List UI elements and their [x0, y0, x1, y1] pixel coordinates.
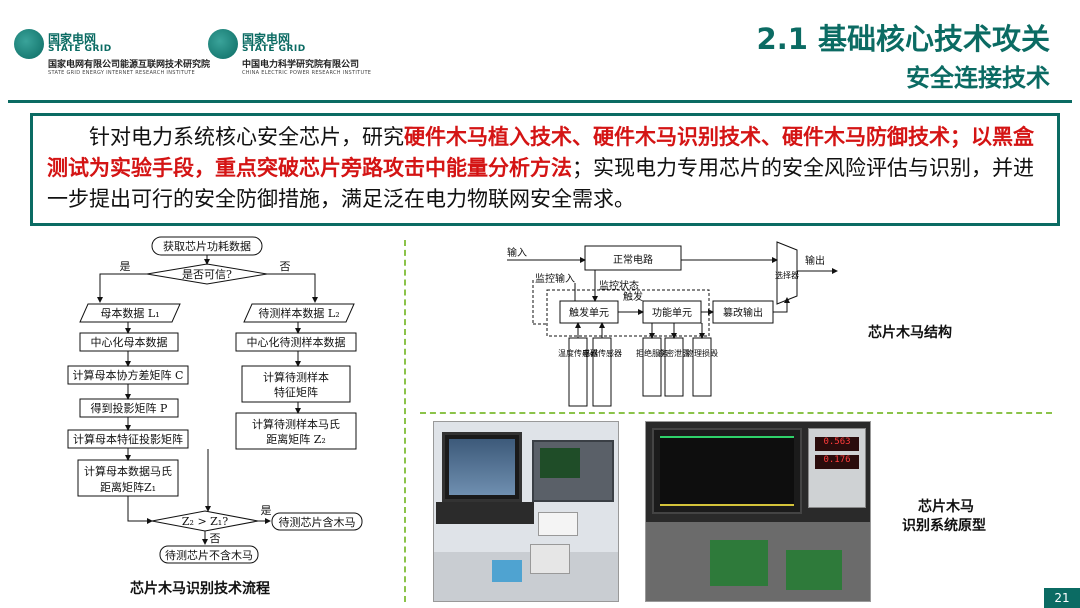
flow-right-2: 计算待测样本: [263, 370, 329, 384]
flow-left-0: 母本数据 L₁: [100, 306, 159, 320]
prototype-caption-2: 识别系统原型: [902, 517, 986, 533]
summary-text-1: 针对电力系统核心安全芯片，研究: [89, 125, 404, 149]
logo1-cn: 国家电网: [48, 32, 97, 46]
logo1-en: STATE GRID: [48, 44, 112, 54]
flowchart-caption: 芯片木马识别技术流程: [130, 580, 270, 596]
diagram-normal: 正常电路: [613, 253, 653, 266]
logo2-en: STATE GRID: [242, 44, 306, 54]
flow-left-5: 计算母本数据马氏: [84, 464, 172, 478]
oscilloscope: [532, 440, 614, 502]
diagram-effect-0: 拒绝服务: [636, 348, 668, 358]
structure-caption: 芯片木马结构: [868, 324, 952, 340]
diagram-trigger-unit: 触发单元: [569, 306, 609, 319]
device-under-test: [492, 560, 522, 582]
header-divider: [8, 100, 1072, 103]
scope-display: [652, 428, 802, 514]
diagram-tamper: 篡改输出: [723, 306, 763, 319]
summary-highlight: 硬件木马植入技术、硬件木马识别技术、硬件木马防御技术；以黑盒测试为实验手段，重点…: [47, 125, 1034, 180]
flow-right-0: 待测样本数据 L₂: [258, 306, 339, 320]
flow-yes: 是: [120, 260, 131, 273]
page-title: 2.1 基础核心技术攻关: [756, 22, 1050, 56]
flow-left-2: 计算母本协方差矩阵 C: [73, 368, 184, 382]
diagram-monitor-input: 监控输入: [535, 272, 575, 285]
summary-box: 针对电力系统核心安全芯片，研究硬件木马植入技术、硬件木马识别技术、硬件木马防御技…: [30, 113, 1060, 226]
flow-right-4: 计算待测样本马氏: [252, 417, 340, 431]
lab-setup-photo: [433, 421, 619, 602]
diagram-sensor-1: 电磁传感器: [582, 348, 622, 358]
flow-no: 否: [280, 260, 291, 273]
meter-voltage: 0.563: [815, 437, 859, 451]
flow-right-5: 距离矩阵 Z₂: [266, 432, 326, 446]
diagram-monitor-state: 监控状态: [599, 279, 639, 292]
flow-left-4: 计算母本特征投影矩阵: [73, 432, 183, 446]
diagram-effect-2: 物理损毁: [686, 348, 718, 358]
vertical-divider: [404, 240, 406, 602]
diagram-sensor-0: 温度传感器: [558, 348, 598, 358]
flow-clean: 待测芯片不含木马: [165, 548, 253, 562]
flow-decision: 是否可信?: [182, 268, 232, 281]
laptop-screen: [442, 432, 522, 502]
flow-left-1: 中心化母本数据: [91, 335, 168, 349]
flow-left-3: 得到投影矩阵 P: [91, 401, 168, 415]
diagram-effect-1: 窃密泄露: [658, 348, 690, 358]
logo2-tiny: CHINA ELECTRIC POWER RESEARCH INSTITUTE: [242, 70, 372, 76]
flow-right-3: 特征矩阵: [274, 385, 318, 399]
flow-yes2: 是: [261, 504, 272, 517]
power-supply: 0.563 0.176: [808, 428, 866, 508]
diagram-trigger: 触发: [623, 290, 643, 303]
state-grid-logo-icon: [208, 29, 238, 59]
probe-box: [530, 544, 570, 574]
horizontal-divider: [420, 412, 1052, 414]
flow-left-6: 距离矩阵Z₁: [100, 480, 156, 494]
trojan-identification-flowchart: 获取芯片功耗数据 是否可信? 是 否 母本数据 L₁ 中心化母本数据 计算母本协…: [67, 236, 363, 564]
diagram-output: 输出: [805, 254, 825, 267]
page-number: 21: [1044, 588, 1080, 608]
logo1-sub: 国家电网有限公司能源互联网技术研究院: [48, 60, 211, 70]
circuit-board-1: [710, 540, 768, 586]
page-subtitle: 安全连接技术: [906, 64, 1050, 92]
logo1-tiny: STATE GRID ENERGY INTERNET RESEARCH INST…: [48, 70, 195, 76]
logo2-cn: 国家电网: [242, 32, 291, 46]
diagram-selector: 选择器: [775, 270, 799, 280]
flow-no2: 否: [210, 532, 221, 545]
state-grid-logo-icon: [14, 29, 44, 59]
prototype-caption-1: 芯片木马: [918, 498, 974, 514]
flow-start: 获取芯片功耗数据: [163, 239, 251, 253]
summary-text-2: ；实现电力专用芯片的安全风险评估与识别，并进一步提出可行的安全防御措施，满足泛在…: [47, 156, 1034, 211]
flow-right-1: 中心化待测样本数据: [247, 335, 346, 349]
test-board: [538, 512, 578, 536]
prototype-photo: 0.563 0.176: [645, 421, 871, 602]
laptop-keyboard: [436, 502, 534, 524]
flow-compare: Z₂ > Z₁?: [182, 515, 228, 528]
meter-current: 0.176: [815, 455, 859, 469]
diagram-input: 输入: [507, 246, 527, 259]
diagram-function-unit: 功能单元: [652, 306, 692, 319]
trojan-structure-diagram: 输入 监控输入 正常电路 监控状态 触发 触发单元 功能单元 篡改输出 输出 选…: [507, 241, 838, 407]
circuit-board-2: [786, 550, 842, 590]
flow-trojan: 待测芯片含木马: [279, 515, 356, 529]
logo2-sub: 中国电力科学研究院有限公司: [242, 60, 360, 70]
